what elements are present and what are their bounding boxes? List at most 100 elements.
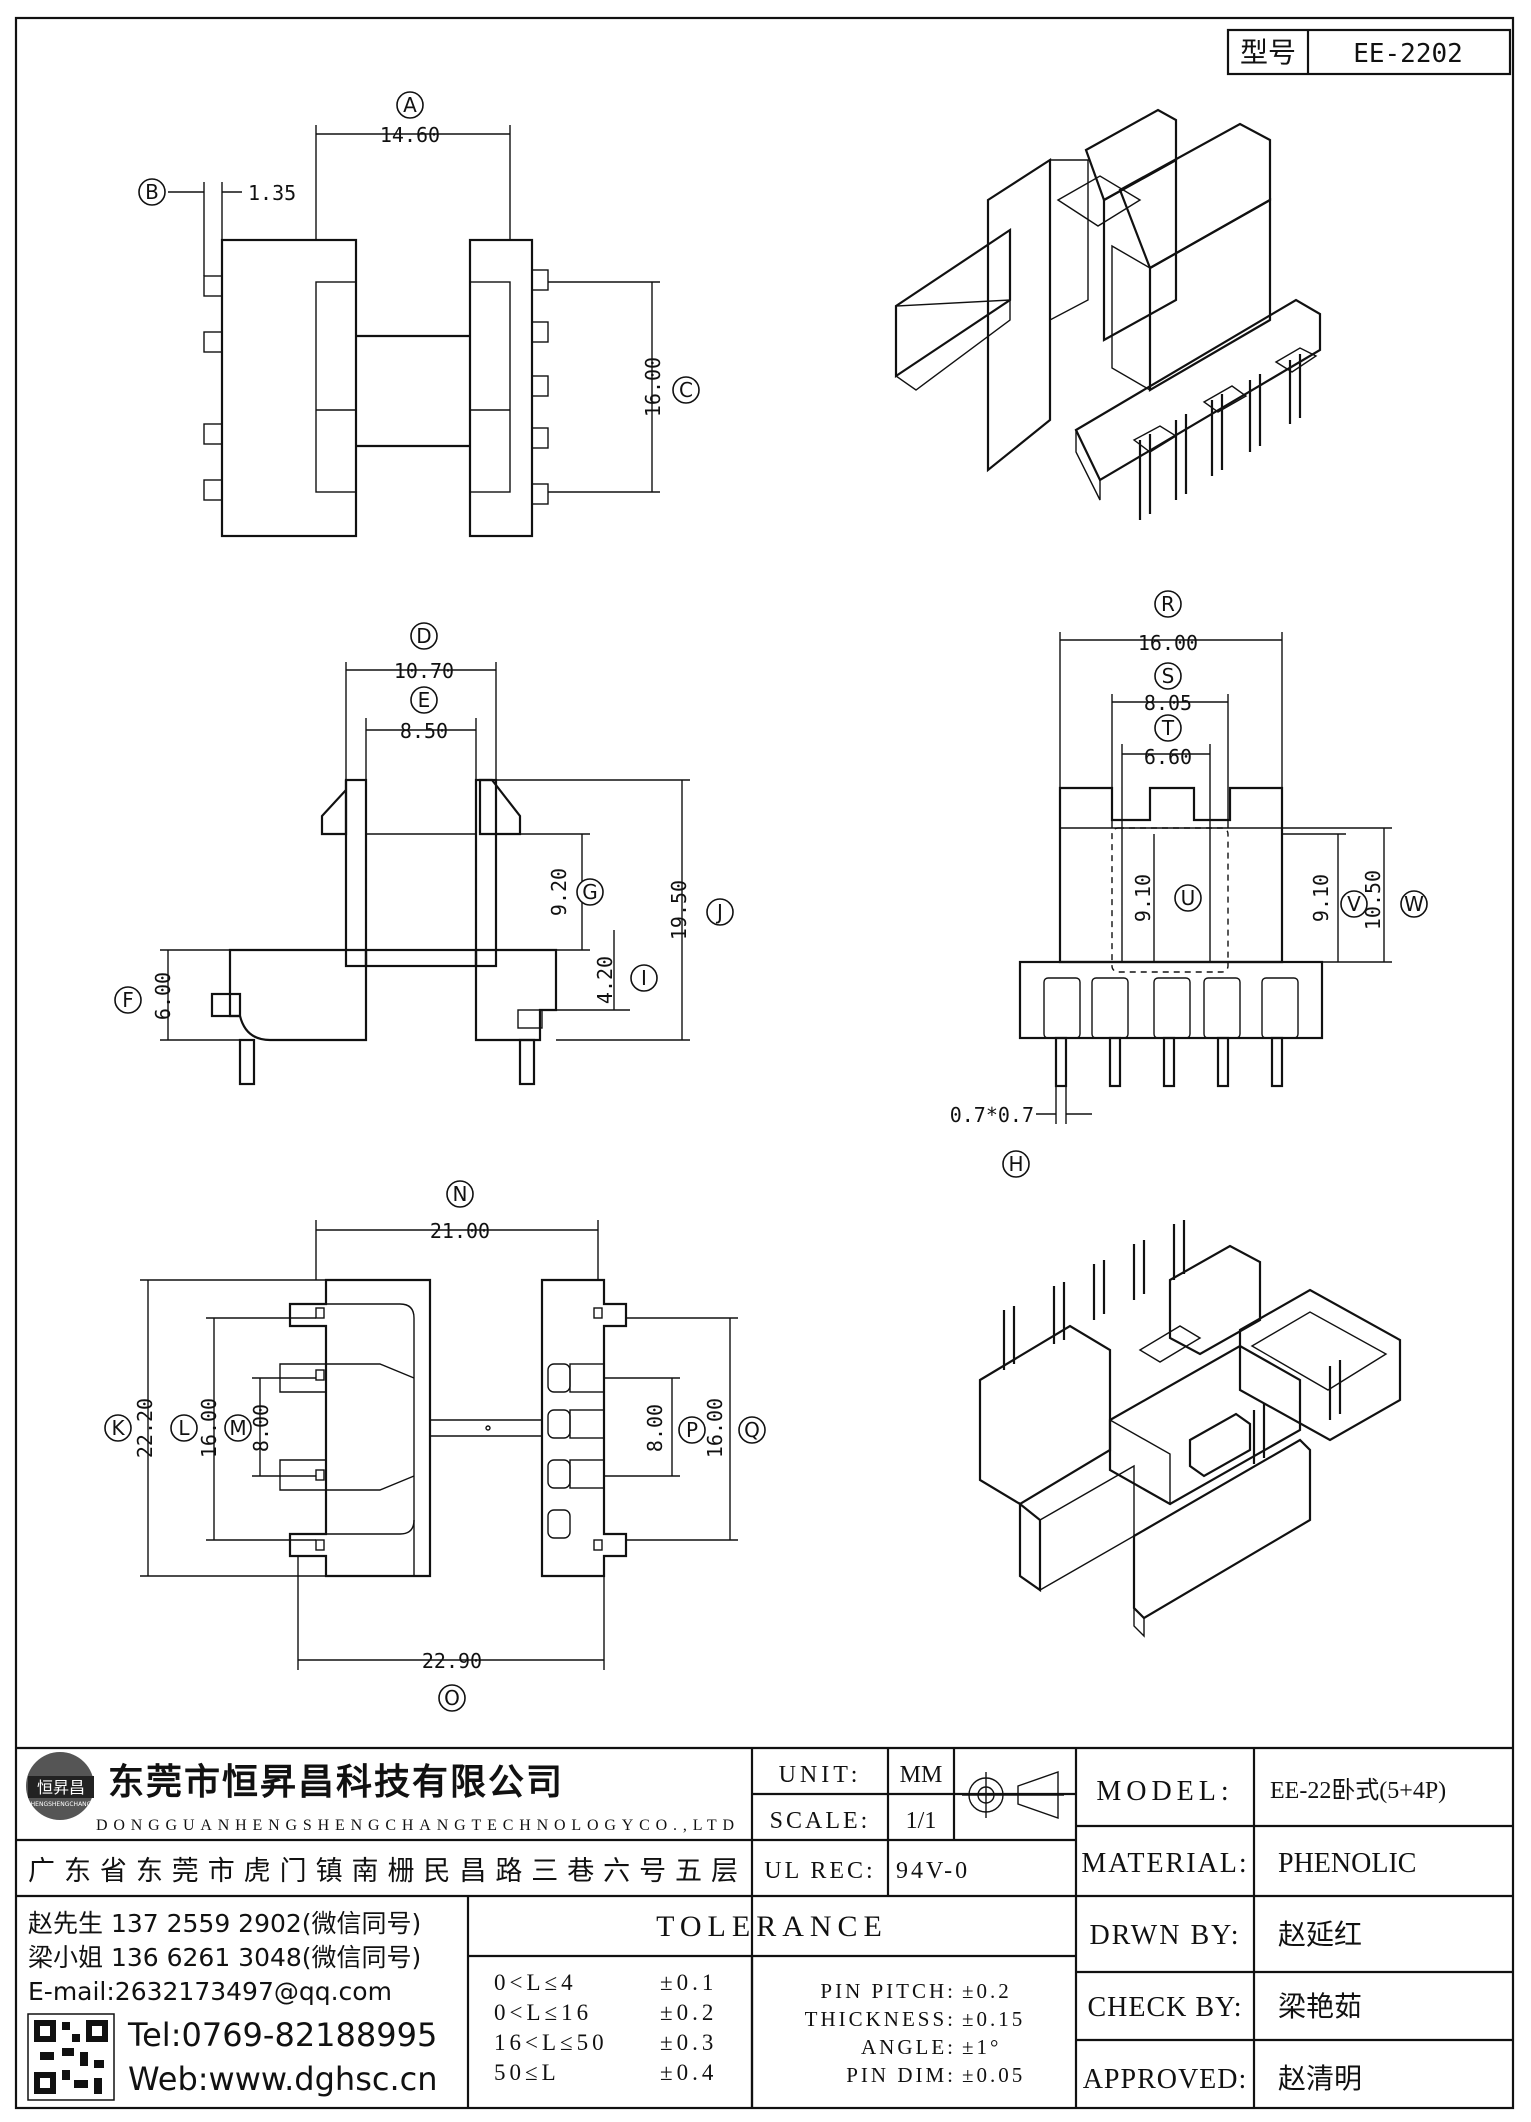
dim-value-w: 10.50 xyxy=(1361,870,1385,930)
logo-sub: HENGSHENGCHANG xyxy=(31,1801,92,1808)
company-name-cn: 东莞市恒昇昌科技有限公司 xyxy=(108,1762,564,1803)
side-view: D 10.70 E 8.50 6.00 F 9.20 G 4.20 I 19.5… xyxy=(114,622,734,1086)
title-block: 恒昇昌 HENGSHENGCHANG 东莞市恒昇昌科技有限公司 DONGGUAN… xyxy=(16,1746,1513,2108)
dim-letter-q: Q xyxy=(744,1418,760,1442)
sheet-border xyxy=(14,16,1515,2110)
tolerance-range: 50≤L xyxy=(494,2060,560,2085)
pin-spec-value: ±0.2 xyxy=(962,1979,1012,2003)
pin-spec-label: ANGLE: xyxy=(861,2035,956,2059)
dim-value-g: 9.20 xyxy=(547,868,571,916)
unit-value: MM xyxy=(900,1762,943,1788)
tolerance-table: 0<L≤4 ±0.1 0<L≤16 ±0.2 16<L≤50 ±0.3 50≤L… xyxy=(494,1970,717,2085)
material-label: MATERIAL: xyxy=(1081,1848,1248,1879)
dim-letter-f: F xyxy=(122,988,134,1012)
dim-value-f: 6.00 xyxy=(151,972,175,1020)
dim-letter-v: V xyxy=(1347,892,1361,916)
dim-value-p: 8.00 xyxy=(643,1404,667,1452)
drawn-by-label: DRWN BY: xyxy=(1089,1920,1240,1951)
contact-1: 赵先生 137 2559 2902(微信同号) xyxy=(28,1909,421,1938)
unit-label: UNIT: xyxy=(779,1762,862,1788)
scale-label: SCALE: xyxy=(770,1808,871,1834)
company-address: 广东省东莞市虎门镇南栅民昌路三巷六号五层 xyxy=(28,1856,738,1887)
dim-value-c: 16.00 xyxy=(641,357,665,417)
tolerance-range: 0<L≤16 xyxy=(494,2000,592,2025)
bottom-view: N 21.00 22.20 K 16.00 L 8.00 M 8.00 P 16 xyxy=(104,1180,766,1712)
dim-letter-w: W xyxy=(1404,892,1424,916)
approved-label: APPROVED: xyxy=(1083,2064,1248,2095)
tolerance-range: 0<L≤4 xyxy=(494,1970,577,1995)
pin-spec-value: ±0.15 xyxy=(962,2007,1025,2031)
dim-value-a: 14.60 xyxy=(380,123,440,147)
dim-letter-m: M xyxy=(229,1416,246,1440)
dim-letter-r: R xyxy=(1161,592,1175,616)
front-view: R 16.00 S 8.05 T 6.60 9.10 U 9.10 V 10.5… xyxy=(950,590,1428,1178)
dim-value-b: 1.35 xyxy=(248,181,296,205)
model-value: EE-22卧式(5+4P) xyxy=(1270,1777,1446,1804)
scale-value: 1/1 xyxy=(906,1808,937,1834)
company-logo: 恒昇昌 HENGSHENGCHANG xyxy=(26,1752,94,1820)
pin-spec-value: ±1° xyxy=(962,2035,1001,2059)
ul-label: UL REC: xyxy=(764,1858,875,1884)
top-view: A 14.60 B 1.35 16.00 C xyxy=(138,91,700,538)
dim-value-s: 8.05 xyxy=(1144,691,1192,715)
qr-code-icon xyxy=(27,2013,115,2101)
part-number: EE-2202 xyxy=(1353,39,1463,69)
dim-letter-n: N xyxy=(453,1182,468,1206)
tolerance-value: ±0.3 xyxy=(660,2030,717,2055)
dim-value-q: 16.00 xyxy=(703,1398,727,1458)
dim-letter-t: T xyxy=(1161,716,1175,740)
part-number-box: 型号 EE-2202 xyxy=(1226,28,1512,76)
dim-value-e: 8.50 xyxy=(400,719,448,743)
dim-letter-g: G xyxy=(582,880,598,904)
dim-value-l: 16.00 xyxy=(197,1398,221,1458)
dim-value-m: 8.00 xyxy=(249,1404,273,1452)
ul-value: 94V-0 xyxy=(896,1858,970,1884)
dim-letter-i: I xyxy=(641,966,647,990)
pin-spec-value: ±0.05 xyxy=(962,2063,1025,2087)
dim-letter-o: O xyxy=(444,1686,460,1710)
dim-value-n: 21.00 xyxy=(430,1219,490,1243)
check-by-label: CHECK BY: xyxy=(1087,1992,1242,2023)
dim-letter-k: K xyxy=(111,1416,125,1440)
dim-letter-c: C xyxy=(679,378,693,402)
dim-letter-p: P xyxy=(686,1418,698,1442)
model-label: MODEL: xyxy=(1096,1776,1233,1807)
dim-letter-l: L xyxy=(178,1416,190,1440)
dim-value-d: 10.70 xyxy=(394,659,454,683)
contact-email: E-mail:2632173497@qq.com xyxy=(28,1977,392,2006)
pin-spec-table: PIN PITCH: ±0.2 THICKNESS: ±0.15 ANGLE: … xyxy=(805,1979,1025,2087)
company-tel: Tel:0769-82188995 xyxy=(127,2016,437,2054)
dim-value-r: 16.00 xyxy=(1138,631,1198,655)
dim-value-i: 4.20 xyxy=(593,956,617,1004)
pin-spec-label: THICKNESS: xyxy=(805,2007,956,2031)
dim-value-o: 22.90 xyxy=(422,1649,482,1673)
dim-letter-s: S xyxy=(1162,664,1175,688)
drawn-by-value: 赵延红 xyxy=(1278,1918,1362,1951)
dim-letter-d: D xyxy=(416,624,431,648)
tolerance-value: ±0.2 xyxy=(660,2000,717,2025)
iso-view-top xyxy=(894,108,1322,520)
dim-value-h: 0.7*0.7 xyxy=(950,1103,1034,1127)
projection-symbol-icon xyxy=(962,1771,1064,1819)
company-web: Web:www.dghsc.cn xyxy=(128,2060,438,2098)
pin-spec-label: PIN DIM: xyxy=(846,2063,956,2087)
dim-letter-h: H xyxy=(1008,1152,1023,1176)
dim-value-k: 22.20 xyxy=(133,1398,157,1458)
dim-value-t: 6.60 xyxy=(1144,745,1192,769)
dim-value-u: 9.10 xyxy=(1131,874,1155,922)
approved-value: 赵清明 xyxy=(1278,2062,1362,2095)
pin-spec-label: PIN PITCH: xyxy=(820,1979,956,2003)
dim-value-j: 19.50 xyxy=(667,880,691,940)
dim-letter-j: J xyxy=(715,900,723,924)
dim-value-v: 9.10 xyxy=(1309,874,1333,922)
dim-letter-b: B xyxy=(145,180,159,204)
dim-letter-u: U xyxy=(1181,886,1196,910)
tolerance-value: ±0.4 xyxy=(660,2060,717,2085)
tolerance-title: TOLERANCE xyxy=(656,1910,888,1943)
iso-view-bottom xyxy=(978,1220,1402,1638)
material-value: PHENOLIC xyxy=(1278,1848,1416,1879)
logo-text: 恒昇昌 xyxy=(37,1778,85,1797)
dim-letter-e: E xyxy=(418,688,431,712)
dim-letter-a: A xyxy=(403,93,417,117)
check-by-value: 梁艳茹 xyxy=(1278,1990,1362,2023)
